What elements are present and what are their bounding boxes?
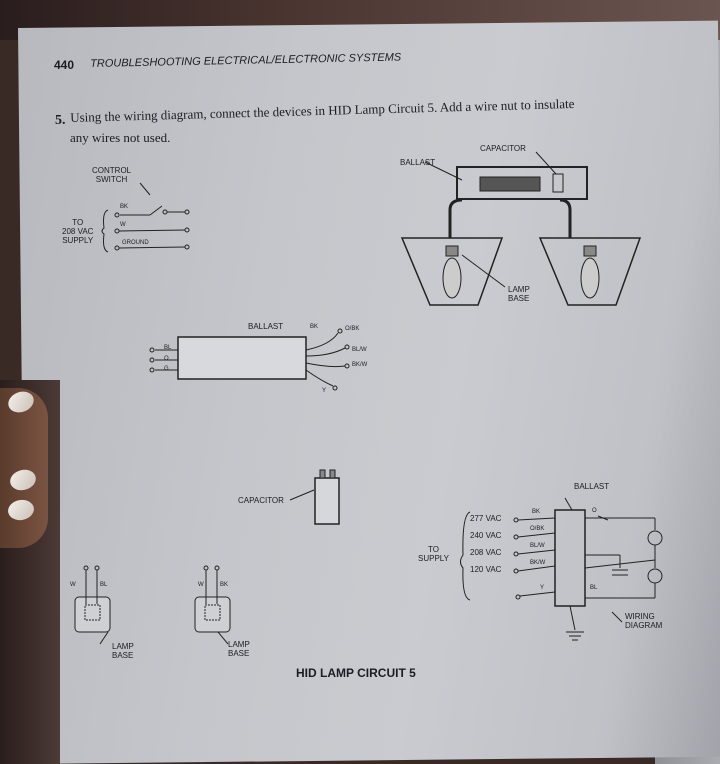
v240-label: 240 VAC [470,531,502,540]
wd-o: O [592,508,597,514]
ballast-component-label: BALLAST [248,322,284,331]
wd-y: Y [540,585,545,591]
lamp-base-left [74,596,111,633]
v208-label: 208 VAC [470,548,502,557]
wd-bl: BL [590,585,598,591]
question-number: 5. [55,113,66,128]
lamp-housing-right [538,237,642,306]
to-supply-label: TO SUPPLY [418,545,449,563]
lamp-base-right-label: LAMP BASE [228,640,250,658]
lamp-symbol-2 [647,568,663,584]
lamp-symbol-1 [647,530,663,546]
ballast-body [177,336,307,380]
capacitor-small [552,173,564,193]
lamp-base-right [194,596,231,633]
ballast-g: G [164,366,169,372]
ballast-obk: O/BK [345,326,360,332]
w-label: W [120,222,126,228]
ballast-bkw: BK/W [352,362,368,368]
lamp-bulb-left [442,257,462,299]
wd-bk: BK [532,509,541,515]
supply-label: TO 208 VAC SUPPLY [62,218,94,245]
lamp-base-right-bk: BK [220,582,229,588]
supply-brace [101,209,109,253]
control-switch-label: CONTROL SWITCH [92,166,132,184]
circuit-title: HID LAMP CIRCUIT 5 [296,666,416,680]
lamp-base-left-label: LAMP BASE [112,642,134,660]
ballast-core [479,176,541,192]
ballast-label-top: BALLAST [400,158,436,167]
lamp-base-left-w: W [70,582,76,588]
lamp-bulb-right [580,257,600,299]
terminal [162,209,168,215]
switch-blade [149,205,163,216]
v120-label: 120 VAC [470,565,502,574]
ballast-enclosure [456,166,588,200]
ballast-bl: BL [164,345,172,351]
capacitor-component-label: CAPACITOR [238,496,284,505]
lamp-base-label-top: LAMP BASE [508,285,530,303]
ballast-o: O [164,356,169,362]
v277-label: 277 VAC [470,514,502,523]
wd-blw: BL/W [530,543,545,549]
wiring-diagram-label: WIRING DIAGRAM [625,612,663,630]
ground-label: GROUND [122,240,149,246]
wd-obk: O/BK [530,526,545,532]
supply-brace-2 [460,511,471,601]
lamp-base-left-bl: BL [100,582,108,588]
page-number: 440 [54,58,75,72]
wd-bkw: BK/W [530,560,546,566]
bk-label: BK [120,204,129,210]
lamp-base-right-w: W [198,582,204,588]
question-line-2: any wires not used. [70,130,171,145]
terminal [184,209,190,215]
capacitor-label-top: CAPACITOR [480,144,526,153]
wiring-ballast-label: BALLAST [574,482,610,491]
ballast-schematic [554,509,586,607]
capacitor-body [314,477,340,525]
terminal [114,212,120,218]
lamp-housing-left [400,237,504,306]
hand [0,388,48,548]
ballast-bk: BK [310,324,319,330]
ballast-blw: BL/W [352,347,367,353]
ballast-y: Y [322,388,327,394]
